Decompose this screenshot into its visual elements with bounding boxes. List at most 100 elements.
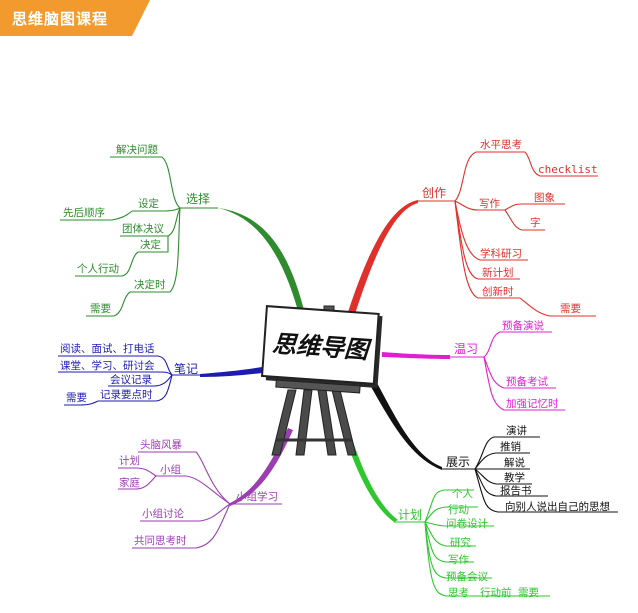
- edge-jihua1: [118, 467, 157, 477]
- node-yanjiu: 研究: [450, 536, 471, 549]
- label-biji: 笔记: [174, 361, 198, 376]
- edge-jiejue: [110, 156, 181, 209]
- node-jilu: 记录要点时: [100, 389, 153, 401]
- edge-xuyao1: [86, 291, 131, 317]
- branch-chuangzuo-trunk: [348, 200, 418, 314]
- edge-chuangxin: [454, 200, 520, 299]
- node-shuiping: 水平思考: [480, 139, 522, 151]
- node-xuyao2: 需要: [66, 392, 87, 404]
- label-xiaozu: 小组学习: [236, 490, 278, 503]
- edge-jilu: [98, 374, 173, 402]
- label-zhanshi: 展示: [446, 455, 470, 469]
- node-jiyi: 加强记忆时: [506, 397, 559, 410]
- node-taolun: 小组讨论: [142, 507, 184, 520]
- node-xiangbieren: 向别人说出自己的思想: [505, 500, 610, 513]
- node-sheding: 设定: [138, 197, 159, 210]
- branch-chuangzuo: [348, 151, 598, 317]
- node-checklist: checklist: [538, 163, 598, 176]
- node-jueding: 决定: [140, 238, 161, 251]
- label-xuanze: 选择: [186, 192, 210, 206]
- edge-wenjuan: [424, 521, 494, 527]
- center-easel: 思维导图: [260, 305, 383, 456]
- edge-tuanti: [120, 207, 181, 237]
- edge-xueke: [454, 200, 528, 261]
- edge-tuxiang: [504, 203, 565, 211]
- node-xingdongqian: 行动前: [480, 586, 512, 599]
- node-xueke: 学科研习: [480, 247, 522, 260]
- node-jiaoxue: 教学: [504, 471, 525, 484]
- node-chuangxin: 创新时: [482, 285, 514, 298]
- node-sikao: 思考: [448, 587, 469, 599]
- branch-zhanshi-trunk: [370, 383, 442, 470]
- branch-xuanze-trunk: [218, 208, 306, 318]
- node-ketang: 课堂、学习、研讨会: [60, 359, 155, 372]
- edge-xuyao2: [64, 400, 99, 406]
- center-title: 思维导图: [271, 329, 373, 365]
- node-yanjiang: 演讲: [506, 424, 527, 437]
- node-tuixiao: 推销: [500, 440, 521, 453]
- edge-tuixiao: [474, 452, 530, 470]
- edge-yuedu: [58, 355, 173, 376]
- node-xiezuo1: 写作: [479, 198, 500, 210]
- node-kaoshi: 预备考试: [506, 375, 548, 388]
- node-juedingshi: 决定时: [134, 278, 166, 291]
- edge-geren: [75, 251, 139, 277]
- edge-yanjiang: [474, 436, 540, 470]
- edge-gongtong: [132, 503, 231, 549]
- node-jiating: 家庭: [119, 476, 140, 489]
- edge-xiangbieren: [474, 468, 618, 513]
- branch-xiaozu: [118, 428, 293, 549]
- easel-ledge: [275, 379, 361, 394]
- branch-wenxi-trunk: [382, 352, 450, 359]
- edge-yanjiu: [424, 521, 476, 547]
- label-chuangzuo: 创作: [422, 186, 446, 200]
- node-baogao: 报告书: [500, 484, 532, 497]
- branch-biji-labels: 笔记 阅读、面试、打电话 课堂、学习、研讨会 会议记录 记录要点时 需要: [60, 342, 198, 404]
- branch-xuanze: [60, 156, 306, 318]
- edge-jiating: [118, 475, 157, 490]
- course-banner: 思维脑图课程: [0, 0, 638, 36]
- easel-board: 思维导图: [260, 305, 383, 389]
- branch-xiaozu-labels: 小组学习 头脑风暴 计划 小组 家庭 小组讨论 共同思考时: [119, 438, 278, 547]
- banner-background: [0, 0, 150, 36]
- node-jieshuo: 解说: [504, 456, 525, 469]
- easel-legs: [271, 389, 357, 456]
- node-yubei: 预备会议: [446, 570, 488, 583]
- node-yanshuo: 预备演说: [502, 319, 544, 332]
- branch-wenxi-labels: 温习 预备演说 预备考试 加强记忆时: [454, 319, 559, 410]
- node-tuanti: 团体决议: [122, 223, 164, 235]
- node-xuyao4: 需要: [518, 587, 539, 599]
- branch-biji-trunk: [200, 367, 262, 377]
- edge-checklist: [524, 151, 598, 177]
- branch-biji: [58, 355, 262, 406]
- edge-sheding: [132, 207, 181, 212]
- edge-taolun: [140, 503, 231, 522]
- label-wenxi: 温习: [454, 342, 478, 356]
- node-gongtong: 共同思考时: [134, 535, 187, 547]
- node-huiyi: 会议记录: [110, 373, 152, 386]
- node-tounao: 头脑风暴: [140, 438, 182, 451]
- node-tuxiang: 图象: [534, 192, 555, 204]
- node-xingdong1: 行动: [448, 503, 469, 516]
- edge-yubei: [424, 521, 492, 579]
- node-zi: 字: [530, 216, 541, 229]
- edge-geren2: [424, 489, 474, 523]
- branch-xiaozu-trunk: [230, 428, 293, 506]
- branch-zhanshi-labels: 展示 演讲 推销 解说 教学 报告书 向别人说出自己的思想: [446, 424, 610, 513]
- node-wenjuan: 问卷设计: [446, 517, 488, 530]
- node-jiejue: 解决问题: [116, 143, 158, 156]
- edge-xiaozu: [156, 475, 231, 505]
- edge-jueding: [138, 236, 169, 253]
- node-xuyao1: 需要: [90, 303, 111, 315]
- edge-jiyi: [483, 356, 565, 411]
- edge-shuiping: [454, 151, 525, 202]
- node-jihua1: 计划: [119, 454, 140, 467]
- edge-huiyi: [108, 374, 173, 387]
- node-xiezuo2: 写作: [448, 554, 469, 566]
- label-jihua: 计划: [398, 508, 422, 522]
- branch-jihua-labels: 计划 个人 行动 问卷设计 研究 写作 预备会议 思考 行动前 需要: [398, 488, 539, 599]
- edge-baogao: [474, 468, 548, 497]
- branch-zhanshi: [370, 383, 618, 513]
- edge-tounao: [138, 451, 231, 505]
